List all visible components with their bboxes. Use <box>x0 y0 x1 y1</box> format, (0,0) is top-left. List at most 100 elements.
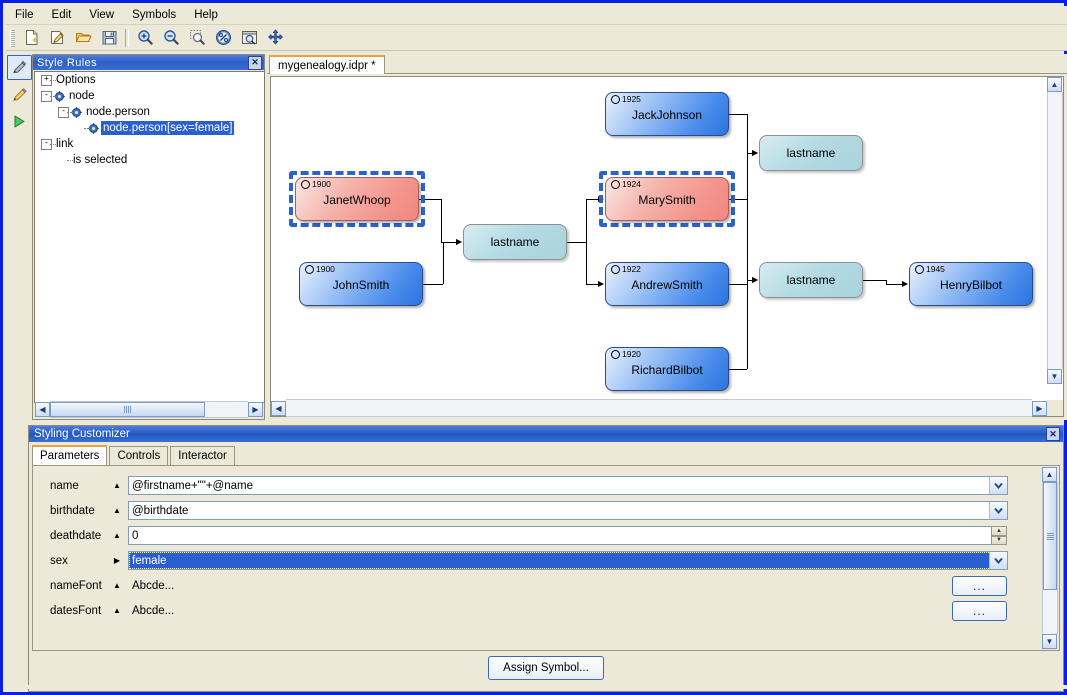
edge-segment <box>443 242 444 284</box>
toolbar-drag-handle[interactable] <box>10 28 15 47</box>
tab-parameters[interactable]: Parameters <box>32 445 108 465</box>
parameter-sort-icon[interactable]: ▲ <box>113 481 121 490</box>
tree-item-node[interactable]: - node <box>35 88 264 104</box>
editor-tabstrip: mygenealogy.idpr * <box>267 54 1067 74</box>
collapse-icon[interactable]: - <box>55 104 73 120</box>
spinner-up-icon[interactable]: ▲ <box>991 526 1007 536</box>
vscroll-track[interactable] <box>1047 92 1063 369</box>
zoom-region-icon[interactable] <box>185 26 209 50</box>
node-label: MarySmith <box>638 193 696 208</box>
open-folder-icon[interactable] <box>71 26 95 50</box>
parameter-sort-icon[interactable]: ▲ <box>113 581 121 590</box>
canvas-hscrollbar[interactable]: ◀ ▶ <box>271 399 1047 417</box>
parameter-sort-icon[interactable]: ▲ <box>113 531 121 540</box>
tree-item-is-selected[interactable]: is selected <box>35 152 264 168</box>
pencil-tool-icon[interactable] <box>7 82 32 107</box>
menu-item-view[interactable]: View <box>89 9 115 21</box>
spinner-buttons[interactable]: ▲▼ <box>991 526 1007 545</box>
parameter-sort-icon[interactable]: ▲ <box>113 506 121 515</box>
zoom-in-icon[interactable] <box>133 26 157 50</box>
tree-item-options[interactable]: +Options <box>35 72 264 88</box>
menu-item-edit[interactable]: Edit <box>51 9 72 21</box>
run-play-icon[interactable] <box>7 109 32 134</box>
tree-item-label: node <box>69 90 95 102</box>
parameter-expand-icon[interactable]: ▶ <box>113 556 121 565</box>
graph-node-lastname1[interactable]: lastname <box>463 224 567 260</box>
parameter-input-sex[interactable]: female <box>128 551 1008 570</box>
close-icon[interactable]: ✕ <box>1046 427 1060 441</box>
zoom-out-icon[interactable] <box>159 26 183 50</box>
birth-marker-icon <box>305 265 314 274</box>
tab-mygenealogy[interactable]: mygenealogy.idpr * <box>269 55 385 74</box>
parameter-browse-button[interactable]: ... <box>952 575 1007 596</box>
tree-item-link[interactable]: -link <box>35 136 264 152</box>
edge-segment <box>586 199 599 200</box>
edge-segment <box>863 280 886 281</box>
menu-item-file[interactable]: File <box>15 9 34 21</box>
tab-controls[interactable]: Controls <box>109 446 169 465</box>
parameter-value: female <box>132 554 167 567</box>
pv-thumb[interactable] <box>1043 482 1057 590</box>
hscroll-track[interactable] <box>286 399 1032 417</box>
edge-segment <box>443 242 457 243</box>
parameter-sort-icon[interactable]: ▲ <box>113 606 121 615</box>
scroll-down-icon[interactable]: ▼ <box>1047 369 1062 384</box>
scroll-left-icon[interactable]: ◀ <box>271 400 286 416</box>
tree-item-label: node.person <box>86 106 150 118</box>
chevron-down-icon[interactable] <box>989 552 1007 569</box>
scroll-right-icon[interactable]: ▶ <box>1032 400 1047 416</box>
assign-symbol-button[interactable]: Assign Symbol... <box>488 656 604 680</box>
spinner-down-icon[interactable]: ▼ <box>991 535 1007 545</box>
graph-node-lastname2[interactable]: lastname <box>759 135 863 171</box>
paintbrush-tool-icon[interactable] <box>7 55 32 80</box>
parameter-input-deathdate[interactable]: 0▲▼ <box>128 526 1007 545</box>
menu-item-help[interactable]: Help <box>194 9 218 21</box>
tree-item-node-person[interactable]: - node.person <box>35 104 264 120</box>
chevron-down-icon[interactable] <box>989 477 1007 494</box>
menu-item-symbols[interactable]: Symbols <box>132 9 177 21</box>
fit-to-window-icon[interactable] <box>237 26 261 50</box>
parameter-input-birthdate[interactable]: @birthdate <box>128 501 1008 520</box>
pan-icon[interactable] <box>263 26 287 50</box>
style-rules-hscrollbar[interactable]: ◀ ▶ <box>35 401 263 418</box>
parameters-vscrollbar[interactable]: ▲ ▼ <box>1042 467 1058 649</box>
edge-segment <box>747 153 753 154</box>
hscroll-track[interactable] <box>50 401 248 418</box>
edge-segment <box>729 114 747 115</box>
new-style-icon[interactable] <box>45 26 69 50</box>
hscroll-thumb[interactable] <box>50 402 205 417</box>
collapse-icon[interactable]: - <box>38 136 56 152</box>
parameter-input-name[interactable]: @firstname+""+@name <box>128 476 1008 495</box>
parameter-value: @birthdate <box>132 504 189 517</box>
pv-track[interactable] <box>1042 482 1058 634</box>
collapse-icon[interactable]: - <box>38 88 56 104</box>
scroll-left-icon[interactable]: ◀ <box>35 402 50 417</box>
new-document-icon[interactable] <box>19 26 43 50</box>
scroll-up-icon[interactable]: ▲ <box>1047 77 1062 92</box>
canvas-vscrollbar[interactable]: ▲ ▼ <box>1047 77 1063 384</box>
chevron-down-icon[interactable] <box>989 502 1007 519</box>
scroll-down-icon[interactable]: ▼ <box>1042 634 1057 649</box>
tree-item-node-person-sex-female[interactable]: node.person[sex=female] <box>35 120 264 136</box>
parameter-browse-button[interactable]: ... <box>952 600 1007 621</box>
graph-node-lastname3[interactable]: lastname <box>759 262 863 298</box>
edge-segment <box>441 199 442 242</box>
close-icon[interactable]: ✕ <box>248 55 262 70</box>
save-icon[interactable] <box>97 26 121 50</box>
expand-icon[interactable]: + <box>38 72 56 88</box>
zoom-percent-icon[interactable] <box>211 26 235 50</box>
scroll-up-icon[interactable]: ▲ <box>1042 467 1057 482</box>
node-birthyear: 1900 <box>301 180 331 189</box>
scroll-right-icon[interactable]: ▶ <box>248 402 263 417</box>
tab-interactor[interactable]: Interactor <box>170 446 235 465</box>
edge-arrowhead <box>902 280 908 287</box>
